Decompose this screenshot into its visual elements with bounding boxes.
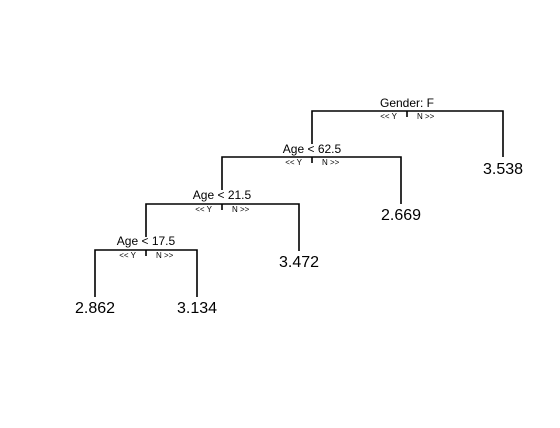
branch-label-yes: << Y (380, 112, 397, 121)
split-node-age-62: Age < 62.5 << Y N >> (221, 142, 402, 204)
split-label-age-62: Age < 62.5 (283, 142, 342, 156)
split-label-age-21: Age < 21.5 (193, 188, 252, 202)
split-label-age-17: Age < 17.5 (117, 234, 176, 248)
split-label-gender: Gender: F (380, 96, 434, 110)
leaf-value-3538: 3.538 (483, 161, 523, 178)
leaf-value-3472: 3.472 (279, 254, 319, 271)
branch-label-yes: << Y (195, 205, 212, 214)
leaf-value-2669: 2.669 (381, 207, 421, 224)
split-node-gender: Gender: F << Y N >> (311, 96, 504, 157)
leaf-value-2862: 2.862 (75, 300, 115, 317)
split-edge-age-17 (94, 249, 198, 297)
leaf-value-3134: 3.134 (177, 300, 217, 317)
branch-label-no: N >> (322, 158, 340, 167)
split-node-age-17: Age < 17.5 << Y N >> (94, 234, 198, 297)
branch-label-no: N >> (156, 251, 174, 260)
branch-label-no: N >> (417, 112, 435, 121)
branch-label-no: N >> (232, 205, 250, 214)
split-node-age-21: Age < 21.5 << Y N >> (145, 188, 300, 251)
branch-label-yes: << Y (119, 251, 136, 260)
branch-label-yes: << Y (285, 158, 302, 167)
